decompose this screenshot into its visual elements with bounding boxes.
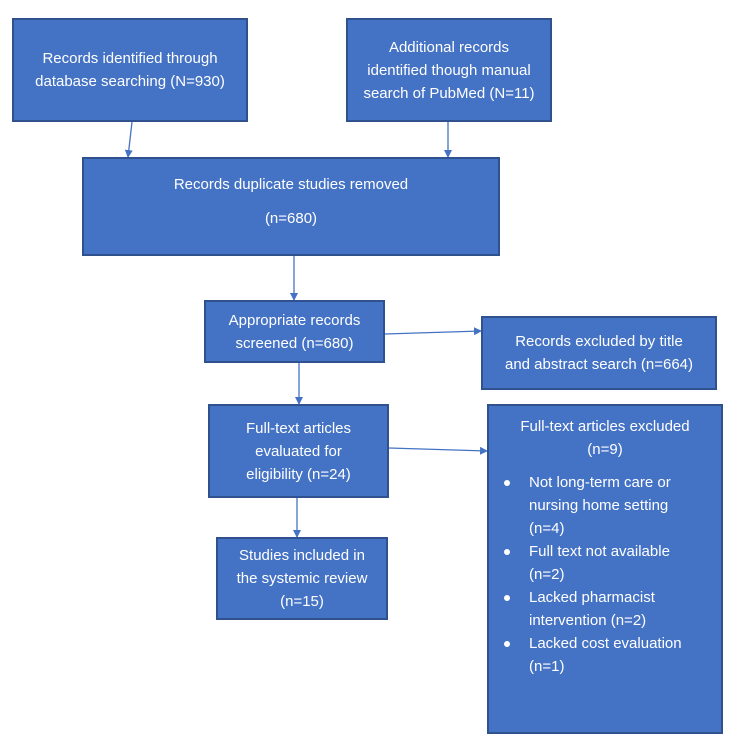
bullet-icon: [504, 595, 510, 601]
exclusion-reason-text: Lacked pharmacist: [529, 589, 655, 606]
database-search-box: Records identified through database sear…: [12, 18, 248, 122]
screened-text-1: Appropriate records: [228, 311, 361, 329]
fulltext-excluded-header: Full-text articles excluded (n=9): [489, 415, 721, 461]
exclusion-reasons-list: Not long-term care or nursing home setti…: [489, 471, 721, 678]
duplicates-removed-text-1: Records duplicate studies removed: [173, 176, 409, 193]
studies-included-text-2: the systemic review: [236, 570, 368, 587]
excluded-title-abstract-text-1: Records excluded by title: [515, 333, 683, 350]
fulltext-excluded-title: Full-text articles excluded: [520, 418, 690, 435]
exclusion-reason-count: (n=4): [529, 520, 565, 537]
database-search-text-2: database searching (N=930): [35, 73, 225, 90]
studies-included-text-3: (n=15): [280, 593, 324, 610]
fulltext-evaluated-box: Full-text articles evaluated for eligibi…: [208, 404, 389, 498]
exclusion-reason-item: Not long-term care or nursing home setti…: [489, 471, 721, 540]
manual-search-text-2: identified though manual: [367, 61, 531, 79]
bullet-icon: [504, 549, 510, 555]
manual-search-box: Additional records identified though man…: [346, 18, 552, 122]
exclusion-reason-text: intervention (n=2): [529, 612, 647, 629]
exclusion-reason-text: Lacked cost evaluation: [529, 635, 682, 652]
fulltext-excluded-box: Full-text articles excluded (n=9) Not lo…: [487, 404, 723, 734]
exclusion-reason-count: (n=1): [529, 658, 565, 675]
arrow-fulltext-to-excluded: [388, 446, 488, 455]
exclusion-reason-item: Lacked cost evaluation (n=1): [489, 632, 721, 678]
studies-included-text-1: Studies included in: [239, 547, 365, 564]
exclusion-reason-item: Full text not available (n=2): [489, 540, 721, 586]
bullet-icon: [504, 480, 510, 486]
exclusion-reason-text: Full text not available: [529, 543, 670, 560]
exclusion-reason-count: (n=2): [529, 566, 565, 583]
screened-text-2: screened (n=680): [235, 334, 354, 352]
studies-included-box: Studies included in the systemic review …: [216, 537, 388, 620]
fulltext-evaluated-text-2: evaluated for: [255, 442, 342, 460]
fulltext-evaluated-text-1: Full-text articles: [245, 419, 352, 437]
arrow-db-to-duplicates: [124, 121, 133, 158]
database-search-text-1: Records identified through: [42, 50, 218, 67]
screened-box: Appropriate records screened (n=680): [204, 300, 385, 363]
duplicates-removed-box: Records duplicate studies removed (n=680…: [82, 157, 500, 256]
fulltext-evaluated-text-3: eligibility (n=24): [246, 465, 351, 483]
manual-search-text-1: Additional records: [388, 38, 510, 56]
excluded-title-abstract-text-2: and abstract search (n=664): [504, 356, 694, 373]
duplicates-removed-text-2: (n=680): [264, 210, 318, 227]
bullet-icon: [504, 641, 510, 647]
exclusion-reason-item: Lacked pharmacist intervention (n=2): [489, 586, 721, 632]
excluded-title-abstract-box: Records excluded by title and abstract s…: [481, 316, 717, 390]
fulltext-excluded-count: (n=9): [587, 441, 623, 458]
manual-search-text-3: search of PubMed (N=11): [363, 84, 535, 102]
exclusion-reason-text: Not long-term care or: [529, 474, 671, 491]
exclusion-reason-text: nursing home setting: [529, 497, 669, 514]
arrow-screened-to-excluded: [384, 327, 482, 336]
